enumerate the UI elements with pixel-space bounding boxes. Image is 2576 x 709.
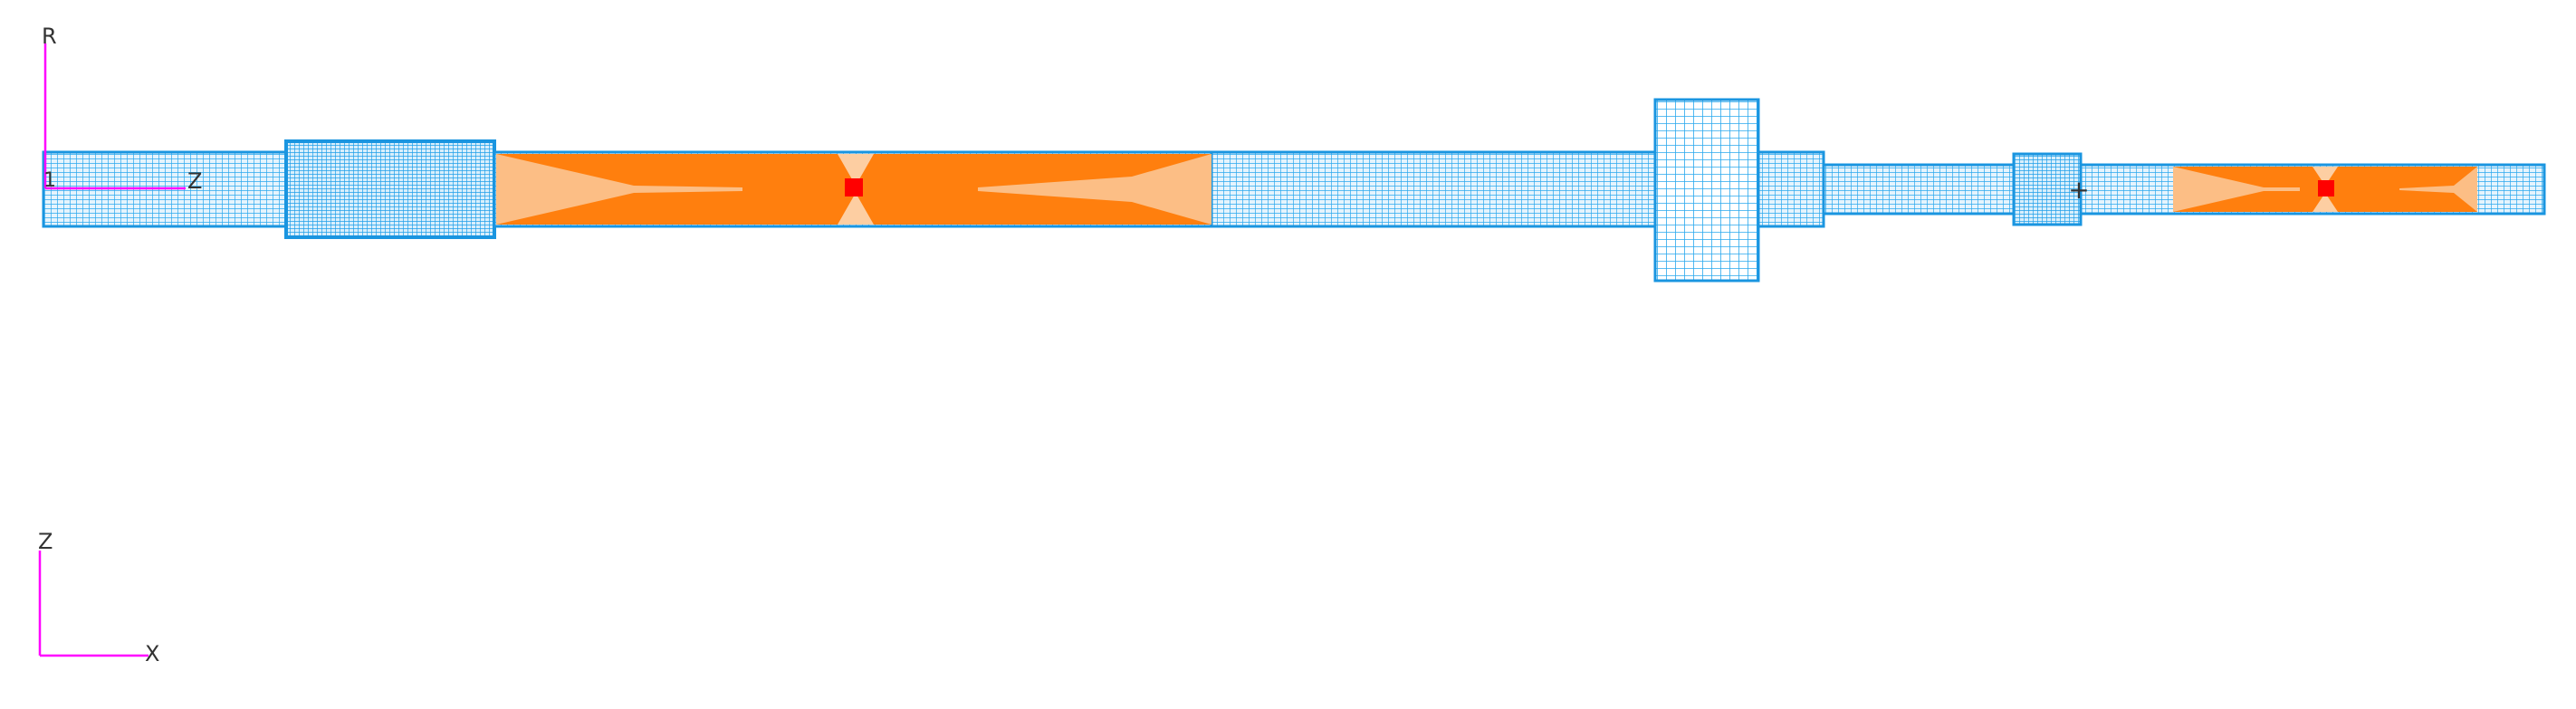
load-region-left-taper-a [496, 154, 742, 225]
node-marker-left[interactable] [845, 178, 863, 196]
node-marker-right[interactable] [2318, 180, 2334, 196]
local-axis-label-z: Z [187, 168, 202, 194]
global-axis-label-z: Z [38, 529, 53, 554]
load-region-right-pinch [2313, 167, 2338, 212]
load-region-left-taper-b [978, 154, 1211, 225]
shaft-collar [1653, 98, 1760, 283]
shaft-segment-5 [1757, 150, 1825, 228]
global-axis-label-x: X [145, 641, 159, 666]
local-axis-triad: R Z 1 [42, 24, 202, 194]
center-marker: + [2068, 175, 2089, 205]
shaft-segment-4 [1210, 150, 1657, 228]
local-axis-origin-label: 1 [43, 169, 56, 192]
shaft-segment-6 [1822, 163, 2016, 216]
global-axis-triad: Z X [38, 529, 159, 666]
load-region-left-pinch [838, 154, 874, 225]
load-region-right-taper-a [2173, 167, 2300, 212]
shaft-segment-7 [2012, 152, 2083, 226]
shaft-segment-2 [284, 139, 496, 239]
load-region-right-taper-b [2399, 167, 2477, 212]
local-axis-label-r: R [42, 24, 57, 49]
shaft-mesh [42, 98, 2546, 283]
